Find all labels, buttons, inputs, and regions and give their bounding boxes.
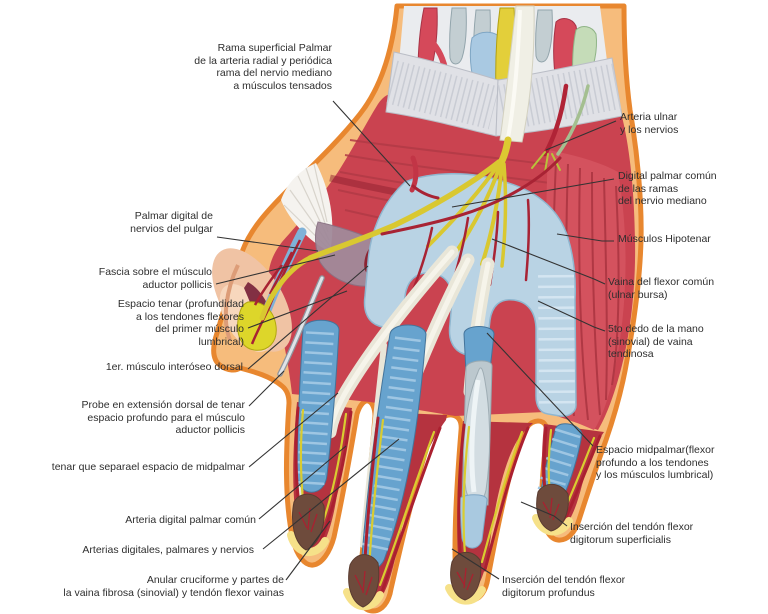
palmar-arch-arteries	[380, 155, 562, 300]
pinky-sheath-ribs	[538, 274, 575, 409]
label-insercion-superficialis: Inserción del tendón flexor digitorum su…	[570, 521, 694, 546]
label-arteria-ulnar: Arteria ulnar y los nervios	[620, 111, 679, 136]
label-insercion-profundus: Inserción del tendón flexor digitorum pr…	[502, 574, 626, 599]
label-fascia-aductor: Fascia sobre el músculo aductor pollicis	[98, 266, 212, 291]
label-anular-cruciforme: Anular cruciforme y partes de la vaina f…	[63, 574, 284, 599]
label-musculos-hipotenar: Músculos Hipotenar	[618, 233, 711, 245]
label-probe-extension: Probe en extensión dorsal de tenar espac…	[81, 399, 245, 436]
label-quinto-dedo-vaina: 5to dedo de la mano (sinovial) de vaina …	[608, 323, 704, 360]
label-arteria-digital-palmar: Arteria digital palmar común	[125, 514, 256, 526]
label-espacio-tenar: Espacio tenar (profundidad a los tendone…	[117, 298, 244, 348]
ulnar-nerve	[556, 84, 590, 156]
label-tenar-separa-midpalmar: tenar que separael espacio de midpalmar	[51, 461, 245, 473]
probe	[277, 275, 325, 377]
flexor-retinaculum	[385, 5, 623, 143]
label-arterias-digitales: Arterias digitales, palmares y nervios	[82, 544, 254, 556]
label-palmar-digital-pulgar: Palmar digital de nervios del pulgar	[130, 210, 213, 235]
label-digital-palmar-comun: Digital palmar común de las ramas del ne…	[618, 170, 717, 207]
label-espacio-midpalmar: Espacio midpalmar(flexor profundo a los …	[596, 444, 715, 481]
label-rama-superficial-palmar: Rama superficial Palmar de la arteria ra…	[194, 42, 332, 92]
fingertips	[287, 483, 573, 611]
label-primer-interoseo: 1er. músculo interóseo dorsal	[105, 361, 243, 373]
leader-lines	[215, 100, 617, 581]
label-vaina-flexor-comun: Vaina del flexor común (ulnar bursa)	[608, 276, 715, 301]
